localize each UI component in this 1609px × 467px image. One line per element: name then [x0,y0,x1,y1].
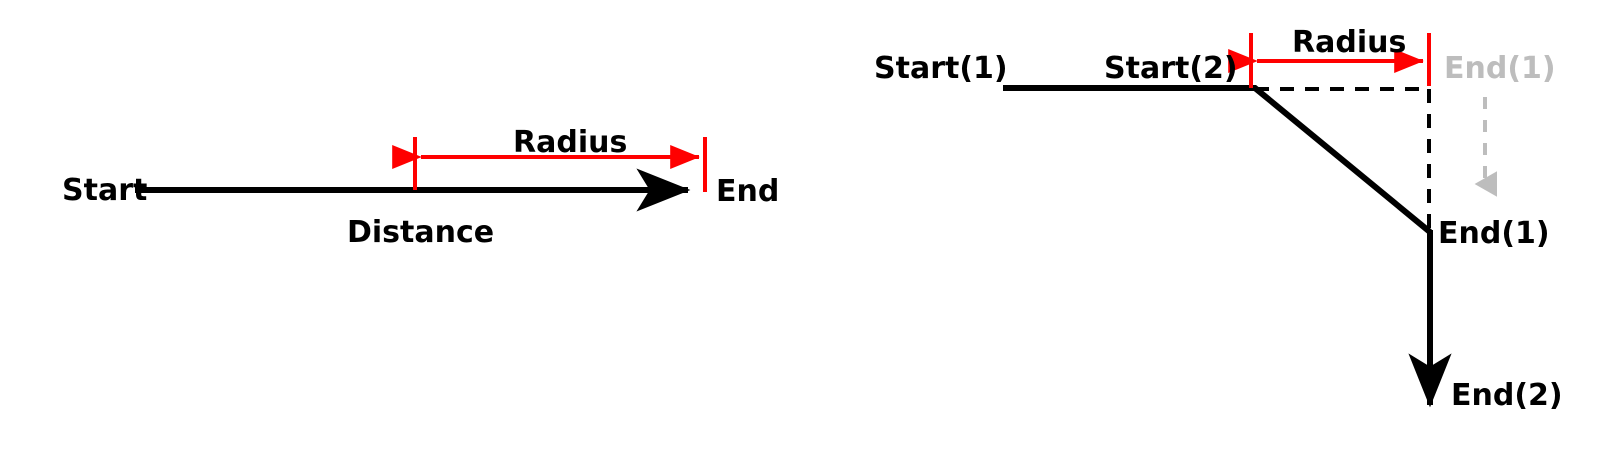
right-radius-label: Radius [1292,25,1406,60]
right-path-beveled [1003,85,1432,235]
right-end1-label: End(1) [1438,216,1550,251]
left-panel-group: Start End Radius Distance [62,125,779,250]
left-distance-label: Distance [347,215,494,250]
left-radius-label: Radius [513,125,627,160]
left-start-label: Start [62,173,147,208]
right-start1-label: Start(1) [874,51,1008,86]
right-panel-group: Start(1) Start(2) Radius End(1) End(1) E… [874,25,1563,413]
right-end2-label: End(2) [1451,378,1563,413]
left-end-label: End [716,174,779,209]
right-end1-ghost-label: End(1) [1444,51,1556,86]
right-start2-label: Start(2) [1104,51,1238,86]
